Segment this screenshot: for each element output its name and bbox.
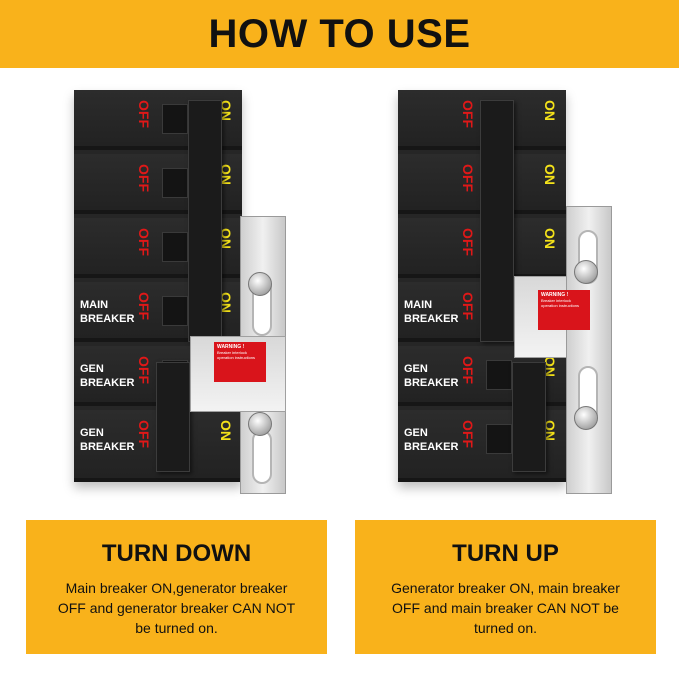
off-label: OFF	[460, 100, 476, 128]
gen-breaker-label: GEN BREAKER	[80, 427, 135, 453]
on-label: ON	[218, 292, 234, 313]
off-label: OFF	[136, 164, 152, 192]
main-breaker-handle[interactable]	[188, 100, 222, 342]
breaker-panel-turn-up: OFF ON OFF ON OFF ON MAIN BREAKER OFF GE…	[398, 90, 612, 510]
header-banner: HOW TO USE	[0, 0, 679, 68]
caption-title: TURN UP	[452, 540, 559, 567]
on-label: ON	[542, 164, 558, 185]
off-label: OFF	[460, 420, 476, 448]
off-label: OFF	[460, 292, 476, 320]
on-label: ON	[218, 100, 234, 121]
toggle-hole	[162, 104, 188, 134]
main-breaker-label: MAIN BREAKER	[404, 299, 459, 325]
screw-icon	[248, 272, 272, 296]
warning-title: WARNING !	[217, 344, 245, 350]
on-label: ON	[542, 356, 558, 377]
off-label: OFF	[136, 100, 152, 128]
off-label: OFF	[460, 356, 476, 384]
toggle-hole	[162, 232, 188, 262]
gen-breaker-label: GEN BREAKER	[404, 363, 459, 389]
off-label: OFF	[136, 356, 152, 384]
warning-text: Breaker interlock operation instructions	[541, 298, 580, 308]
screw-icon	[574, 260, 598, 284]
screw-icon	[574, 406, 598, 430]
on-label: ON	[218, 228, 234, 249]
off-label: OFF	[460, 164, 476, 192]
on-label: ON	[218, 420, 234, 441]
toggle-hole	[486, 424, 512, 454]
on-label: ON	[542, 228, 558, 249]
plate-slot	[252, 430, 272, 484]
breaker-panel-turn-down: OFF ON OFF ON OFF ON MAIN BREAKER OFF ON…	[74, 90, 286, 510]
off-label: OFF	[136, 228, 152, 256]
screw-icon	[248, 412, 272, 436]
warning-title: WARNING !	[541, 292, 569, 298]
gen-breaker-label: GEN BREAKER	[404, 427, 459, 453]
main-breaker-label: MAIN BREAKER	[80, 299, 135, 325]
toggle-hole	[486, 360, 512, 390]
off-label: OFF	[136, 292, 152, 320]
caption-turn-up: TURN UP Generator breaker ON, main break…	[355, 520, 656, 654]
main-breaker-handle[interactable]	[480, 100, 514, 342]
toggle-hole	[162, 168, 188, 198]
on-label: ON	[542, 420, 558, 441]
on-label: ON	[218, 164, 234, 185]
gen-breaker-handle[interactable]	[512, 362, 546, 472]
caption-title: TURN DOWN	[101, 540, 252, 567]
off-label: OFF	[460, 228, 476, 256]
page-title: HOW TO USE	[208, 11, 471, 56]
caption-turn-down: TURN DOWN Main breaker ON,generator brea…	[26, 520, 327, 654]
caption-text: Main breaker ON,generator breaker OFF an…	[57, 580, 296, 636]
caption-text: Generator breaker ON, main breaker OFF a…	[391, 580, 620, 636]
gen-breaker-handle[interactable]	[156, 362, 190, 472]
off-label: OFF	[136, 420, 152, 448]
warning-text: Breaker interlock operation instructions	[217, 350, 256, 360]
warning-label: WARNING ! Breaker interlock operation in…	[538, 290, 590, 330]
toggle-hole	[162, 296, 188, 326]
on-label: ON	[542, 100, 558, 121]
warning-label: WARNING ! Breaker interlock operation in…	[214, 342, 266, 382]
gen-breaker-label: GEN BREAKER	[80, 363, 135, 389]
